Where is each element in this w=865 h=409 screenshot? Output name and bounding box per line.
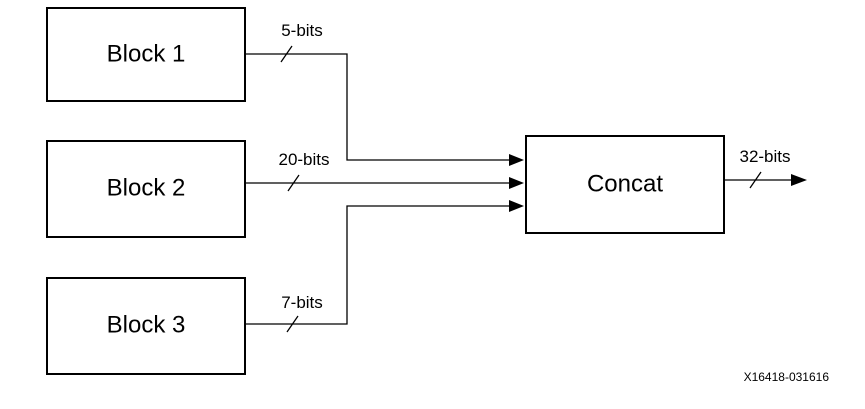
figure-id: X16418-031616 bbox=[744, 370, 830, 384]
bus-block-1-slash bbox=[280, 45, 293, 63]
block-2-label: Block 2 bbox=[107, 174, 186, 201]
bus-block-2: 20-bits bbox=[245, 150, 524, 192]
concat-block: Concat bbox=[525, 135, 725, 234]
block-1-box bbox=[46, 7, 246, 102]
bus-block-1-wire bbox=[245, 53, 510, 161]
bus-output: 32-bits bbox=[724, 147, 807, 189]
block-3-box bbox=[46, 277, 246, 375]
bus-block-3-arrowhead bbox=[509, 200, 524, 212]
bus-output-slash bbox=[749, 171, 762, 189]
block-3: Block 3 bbox=[46, 277, 246, 375]
bus-block-2-arrowhead bbox=[509, 177, 524, 189]
bus-block-1-arrowhead bbox=[509, 154, 524, 166]
concat-box bbox=[525, 135, 725, 234]
bus-block-3: 7-bits bbox=[245, 200, 524, 333]
bus-block-2-label: 20-bits bbox=[278, 150, 329, 169]
block-1-label: Block 1 bbox=[107, 40, 186, 67]
bus-block-1: 5-bits bbox=[245, 21, 524, 166]
bus-output-label: 32-bits bbox=[739, 147, 790, 166]
bus-block-1-label: 5-bits bbox=[281, 21, 323, 40]
bus-block-3-label: 7-bits bbox=[281, 293, 323, 312]
block-2-box bbox=[46, 140, 246, 238]
bus-block-2-slash bbox=[287, 174, 300, 192]
bus-output-arrowhead bbox=[791, 174, 807, 186]
block-1: Block 1 bbox=[46, 7, 246, 102]
block-3-label: Block 3 bbox=[107, 311, 186, 338]
block-2: Block 2 bbox=[46, 140, 246, 238]
bus-block-3-wire bbox=[245, 205, 510, 325]
bus-block-3-slash bbox=[286, 315, 299, 333]
concat-label: Concat bbox=[587, 170, 663, 197]
